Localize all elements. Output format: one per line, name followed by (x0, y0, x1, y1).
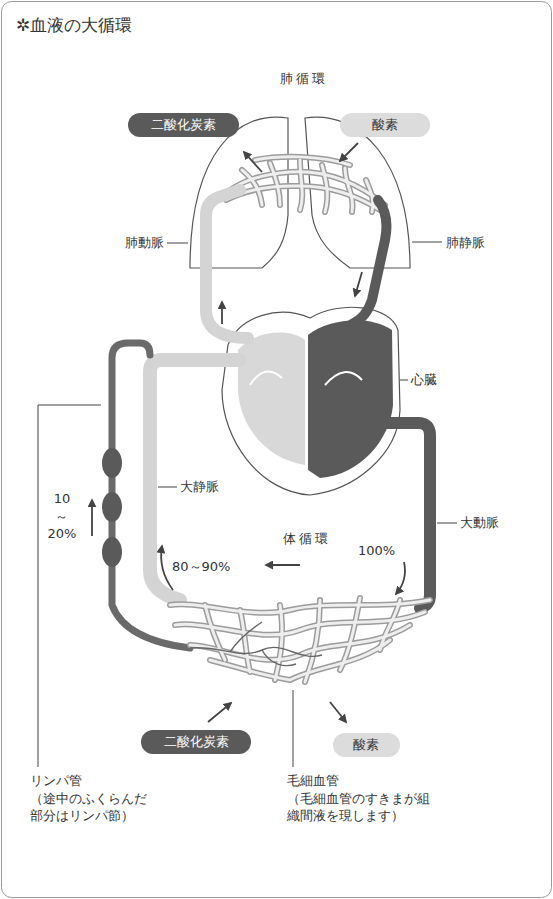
capillary (240, 610, 250, 672)
callout-note: 毛細血管 （毛細血管のすきまが組 織間液を現します） (287, 772, 430, 825)
leader-line (293, 690, 294, 767)
flow-arrow (221, 302, 223, 324)
lymph-capillary (230, 622, 262, 652)
vessel-name: 肺動脈 (125, 234, 164, 252)
gas-name: 二酸化炭素 (164, 734, 229, 750)
heart-left-side (308, 320, 393, 478)
flow-percentage: 10 ～ 20% (48, 490, 77, 543)
leader-line (412, 242, 442, 243)
right-lung (305, 117, 410, 268)
leader-line (38, 405, 101, 767)
gas-pill-light: 酸素 (340, 113, 430, 137)
lung-capillary (366, 180, 373, 212)
capillary (275, 605, 282, 680)
capillary (210, 640, 390, 680)
gas-name: 酸素 (372, 117, 398, 133)
lymph-node (102, 448, 122, 478)
lung-capillary (366, 180, 373, 212)
capillary (240, 610, 250, 672)
capillary (380, 600, 400, 650)
leader-line (158, 487, 177, 488)
lung-capillary (270, 163, 280, 205)
capillary (205, 605, 225, 660)
circuit-name: 肺循環 (280, 70, 328, 88)
capillary-bed-inner (170, 598, 430, 682)
gas-name: 二酸化炭素 (151, 117, 216, 133)
capillary (305, 600, 320, 682)
organ-name: 心臓 (411, 371, 437, 389)
capillary-bed-outline (170, 598, 430, 682)
heart-right-side (238, 333, 305, 465)
circuit-name: 体循環 (283, 530, 331, 548)
lung-capillaries-inner (212, 157, 385, 212)
leader-line (400, 380, 408, 381)
leader-line (437, 523, 457, 524)
lymph-node (102, 492, 122, 522)
vessel-name: 大静脈 (180, 478, 219, 496)
capillary (380, 600, 400, 650)
lung-capillary (255, 157, 350, 165)
capillary (205, 605, 225, 660)
aorta (382, 423, 430, 608)
pulmonary-vein (352, 200, 386, 324)
flow-arrow (244, 152, 262, 172)
lung-capillaries-outline (212, 157, 385, 212)
gas-pill-dark: 二酸化炭素 (141, 730, 251, 754)
flow-arrow (340, 143, 358, 161)
gas-name: 酸素 (353, 737, 379, 753)
lung-capillary (300, 160, 302, 210)
flow-arrow (91, 500, 93, 536)
lung-capillary (300, 160, 302, 210)
lung-capillary (322, 165, 327, 212)
flow-arrow (161, 546, 173, 590)
lymph-capillary (262, 650, 296, 666)
gas-pill-light: 酸素 (333, 733, 400, 757)
capillary (275, 605, 282, 680)
capillary (210, 640, 390, 680)
flow-arrows (92, 143, 405, 722)
flow-arrow (266, 564, 300, 566)
lymph-capillaries (190, 622, 322, 666)
lymph-capillary (190, 647, 322, 656)
flow-arrow (396, 562, 405, 594)
callout-note: リンパ管 （途中のふくらんだ 部分はリンパ節） (30, 772, 147, 825)
flow-percentage: 80～90% (172, 558, 230, 576)
leader-lines (38, 242, 457, 767)
capillary (170, 600, 430, 613)
vessel-name: 大動脈 (460, 514, 499, 532)
flow-arrow (208, 703, 231, 722)
lung-capillary (270, 163, 280, 205)
gas-pill-dark: 二酸化炭素 (128, 113, 239, 137)
lung-capillary (345, 168, 353, 212)
heart-valve (325, 372, 362, 385)
heart-valve (250, 371, 282, 385)
flow-arrow (330, 702, 346, 722)
flow-arrow (355, 272, 362, 296)
flow-percentage: 100% (358, 542, 395, 560)
lung-capillary (345, 168, 353, 212)
pulmonary-artery (206, 190, 248, 338)
vessel-name: 肺静脈 (446, 234, 485, 252)
diagram-title: ✲血液の大循環 (16, 14, 132, 37)
vena-cava (150, 360, 240, 600)
capillary (340, 598, 360, 670)
lymph-node (102, 537, 122, 567)
leader-line (167, 243, 188, 244)
